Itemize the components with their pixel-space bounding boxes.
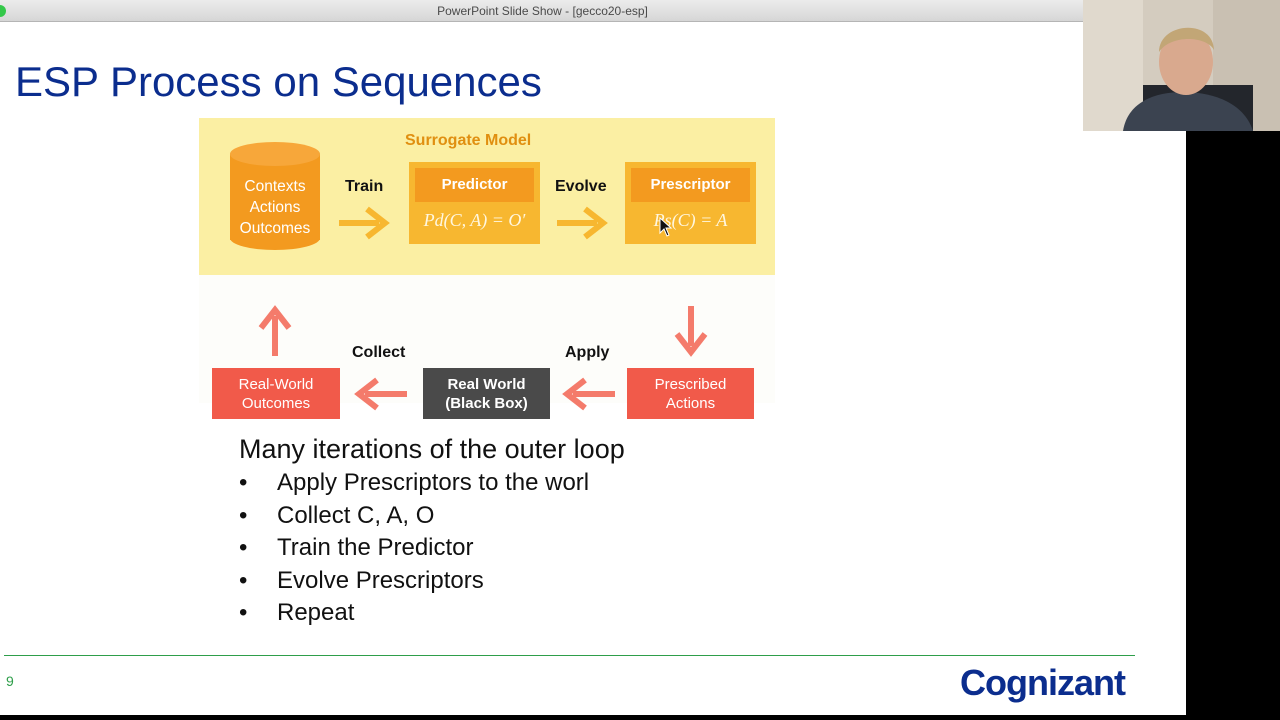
bullet-list: •Apply Prescriptors to the worl •Collect… bbox=[239, 469, 625, 632]
esp-diagram: Contexts Actions Outcomes Train Surrogat… bbox=[199, 118, 775, 419]
prescriptor-title: Prescriptor bbox=[631, 168, 750, 202]
real-world-line2: (Black Box) bbox=[445, 395, 528, 412]
predictor-formula: Pd(C, A) = O′ bbox=[423, 210, 526, 230]
surrogate-model-label: Surrogate Model bbox=[405, 132, 532, 149]
real-world-outcomes-box: Real-World Outcomes bbox=[212, 368, 340, 419]
webcam-video[interactable] bbox=[1083, 0, 1280, 131]
predictor-title: Predictor bbox=[415, 168, 534, 202]
predictor-box: Predictor Pd(C, A) = O′ bbox=[409, 162, 540, 244]
database-line-actions: Actions bbox=[249, 199, 301, 216]
bullet-item: •Apply Prescriptors to the worl bbox=[239, 469, 590, 496]
database-line-outcomes: Outcomes bbox=[239, 220, 311, 237]
window-title: PowerPoint Slide Show - [gecco20-esp] bbox=[437, 4, 648, 18]
page-number: 9 bbox=[6, 673, 14, 689]
real-world-line1: Real World bbox=[447, 376, 526, 393]
bullet-text: Apply Prescriptors to the worl bbox=[277, 469, 590, 496]
bullet-item: •Train the Predictor bbox=[239, 534, 474, 561]
evolve-label: Evolve bbox=[555, 178, 607, 195]
bullet-text: Evolve Prescriptors bbox=[277, 566, 484, 594]
prescribed-actions-line2: Actions bbox=[665, 395, 716, 412]
bullet-item: •Collect C, A, O bbox=[239, 501, 435, 529]
database-line-contexts: Contexts bbox=[244, 178, 306, 195]
slide-title: ESP Process on Sequences bbox=[15, 58, 542, 105]
collect-label: Collect bbox=[352, 344, 406, 361]
real-world-black-box: Real World (Black Box) bbox=[423, 368, 550, 419]
bullet-text: Train the Predictor bbox=[277, 534, 474, 561]
collect-arrow-icon bbox=[354, 377, 407, 411]
apply-arrow-icon bbox=[562, 377, 615, 411]
database-label: Contexts Actions Outcomes bbox=[230, 176, 320, 239]
train-arrow-icon bbox=[339, 206, 390, 240]
prescribed-actions-line1: Prescribed bbox=[654, 376, 727, 393]
mouse-cursor-icon bbox=[659, 217, 673, 237]
window-zoom-button[interactable] bbox=[0, 5, 6, 17]
bullet-text: Repeat bbox=[277, 599, 355, 626]
bullet-heading: Many iterations of the outer loop bbox=[239, 434, 625, 464]
train-label: Train bbox=[345, 178, 384, 195]
cognizant-logo: Cognizant bbox=[960, 662, 1126, 703]
database-icon: Contexts Actions Outcomes bbox=[230, 142, 320, 250]
bullet-text: Collect C, A, O bbox=[277, 501, 435, 529]
prescriptor-box: Prescriptor Ps(C) = A bbox=[625, 162, 756, 244]
apply-label: Apply bbox=[565, 344, 610, 361]
slide[interactable]: ESP Process on Sequences Contexts Action… bbox=[0, 22, 1186, 715]
down-arrow-icon bbox=[674, 306, 708, 357]
bullet-item: •Repeat bbox=[239, 599, 355, 626]
window-titlebar[interactable]: PowerPoint Slide Show - [gecco20-esp] bbox=[0, 0, 1085, 22]
real-world-outcomes-line2: Outcomes bbox=[241, 395, 311, 412]
up-arrow-icon bbox=[258, 305, 292, 356]
evolve-arrow-icon bbox=[557, 206, 608, 240]
bullet-item: •Evolve Prescriptors bbox=[239, 566, 484, 594]
presenter-video-image bbox=[1083, 0, 1280, 131]
real-world-outcomes-line1: Real-World bbox=[238, 376, 314, 393]
prescriptor-formula: Ps(C) = A bbox=[653, 210, 728, 230]
bullet-list-section: Many iterations of the outer loop •Apply… bbox=[239, 434, 625, 632]
footer-divider bbox=[4, 655, 1135, 656]
prescribed-actions-box: Prescribed Actions bbox=[627, 368, 754, 419]
